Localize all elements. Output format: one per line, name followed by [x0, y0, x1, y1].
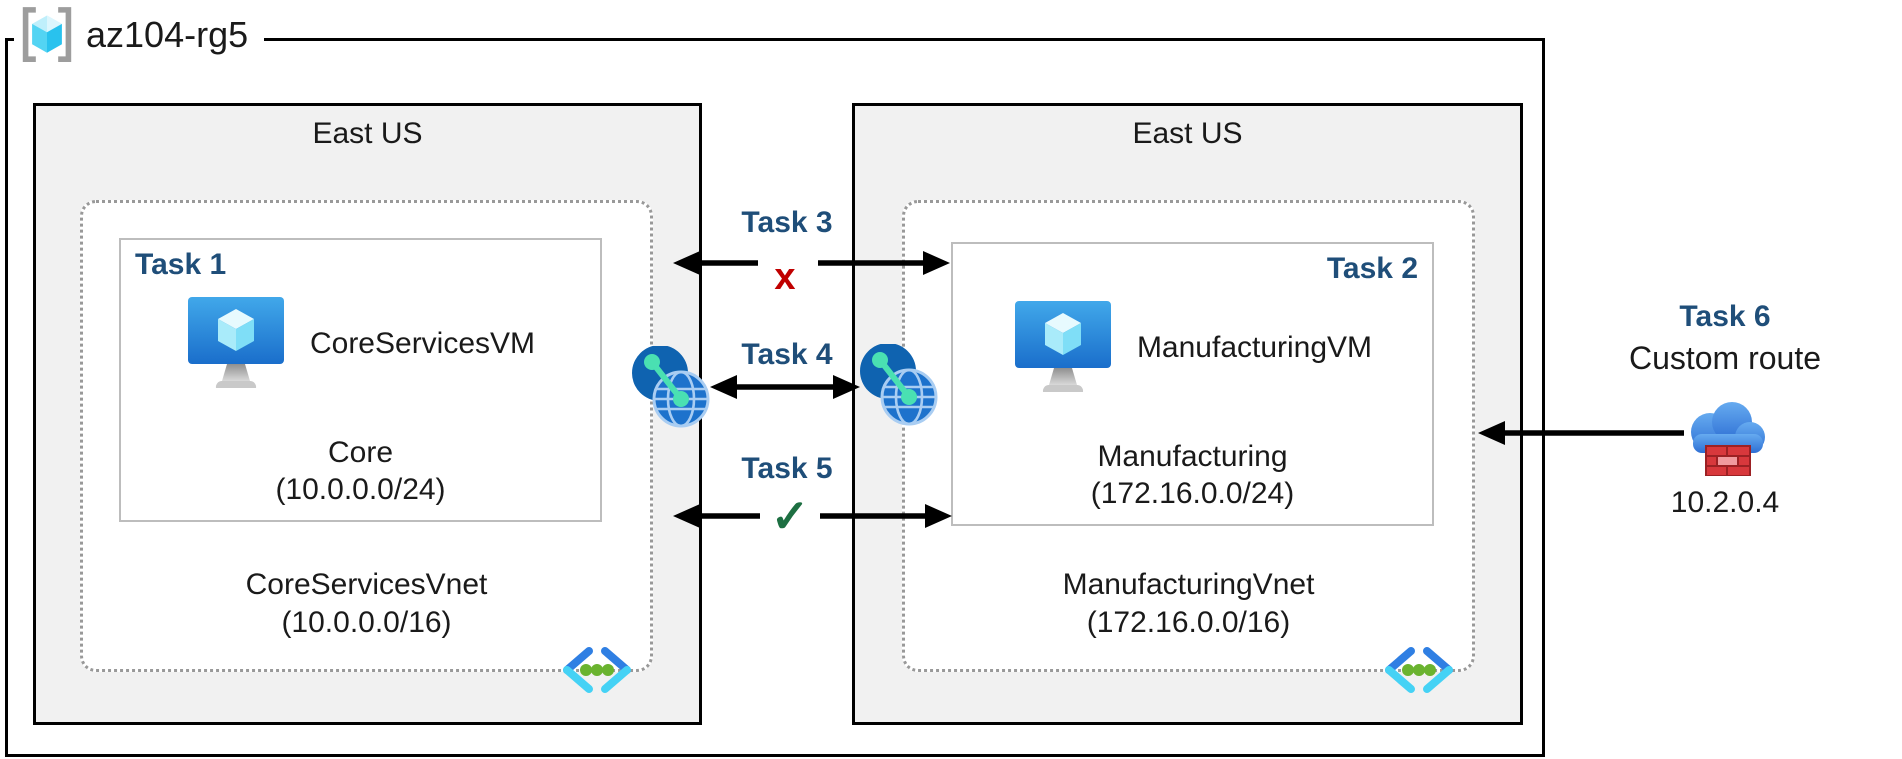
- task2-label: Task 2: [1326, 252, 1418, 285]
- vm-row-coreservices: CoreServicesVM: [121, 296, 600, 391]
- task1-label: Task 1: [135, 248, 227, 281]
- vm-name-manufacturing: ManufacturingVM: [1136, 330, 1373, 364]
- vnet-cidr-manufacturing: (172.16.0.0/16): [1086, 606, 1291, 639]
- vnet-cidr-coreservices: (10.0.0.0/16): [281, 606, 452, 639]
- task6-label: Task 6: [1679, 300, 1771, 333]
- subnet-cidr-manufacturing: (172.16.0.0/24): [1090, 477, 1295, 510]
- subnet-label-core: Core (10.0.0.0/24): [121, 434, 600, 508]
- vnet-peering-icon: [858, 343, 938, 431]
- resource-group-box: [5, 38, 1545, 757]
- vnet-name-coreservices: CoreServicesVnet: [245, 568, 488, 601]
- subnet-name-core: Core: [327, 436, 394, 469]
- subnet-name-manufacturing: Manufacturing: [1097, 440, 1288, 473]
- resource-group-title: az104-rg5: [14, 4, 265, 66]
- virtual-machine-icon: [187, 297, 284, 388]
- task5-label: Task 5: [741, 452, 833, 485]
- task3-blocked-x: x: [774, 256, 796, 298]
- vm-name-core: CoreServicesVM: [309, 326, 536, 360]
- subnet-label-manufacturing: Manufacturing (172.16.0.0/24): [953, 438, 1432, 512]
- vnet-label-manufacturing: ManufacturingVnet (172.16.0.0/16): [902, 566, 1475, 642]
- nva-ip-address: 10.2.0.4: [1670, 486, 1780, 519]
- vnet-label-coreservices: CoreServicesVnet (10.0.0.0/16): [80, 566, 653, 642]
- subnet-box-manufacturing: Task 2 ManufacturingVM: [951, 242, 1434, 526]
- virtual-network-icon: [560, 646, 634, 699]
- vm-row-manufacturing: ManufacturingVM: [953, 300, 1432, 395]
- subnet-cidr-core: (10.0.0.0/24): [275, 473, 446, 506]
- resource-group-icon: [22, 7, 72, 62]
- region-title-left: East US: [312, 117, 423, 150]
- virtual-network-icon: [1382, 646, 1456, 699]
- task3-label: Task 3: [741, 206, 833, 239]
- vnet-name-manufacturing: ManufacturingVnet: [1062, 568, 1315, 601]
- region-title-right: East US: [1132, 117, 1243, 150]
- task4-label: Task 4: [741, 338, 833, 371]
- vnet-peering-icon: [630, 345, 710, 433]
- task5-allowed-check: ✓: [770, 490, 810, 542]
- subnet-box-core: Task 1 CoreServicesVM: [119, 238, 602, 522]
- nva-firewall-cloud-icon: [1680, 390, 1774, 485]
- custom-route-title: Custom route: [1628, 340, 1822, 376]
- virtual-machine-icon: [1014, 301, 1111, 392]
- resource-group-name: az104-rg5: [86, 14, 249, 55]
